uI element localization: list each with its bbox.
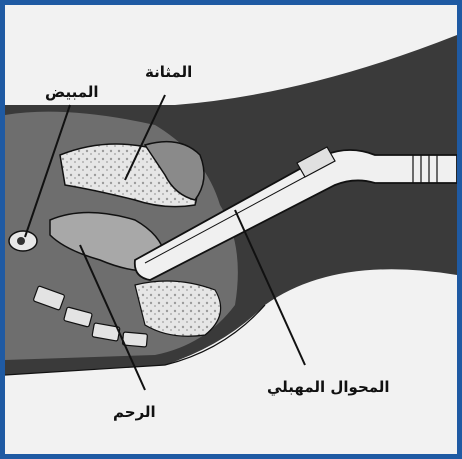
ovary-follicle <box>17 237 25 245</box>
diagram-frame: المثانة المبيض الرحم المحوال المهبلي <box>5 5 457 454</box>
probe-label: المحوال المهبلي <box>267 378 390 396</box>
ovary-label: المبيض <box>45 83 99 101</box>
bladder-label: المثانة <box>145 63 192 81</box>
uterus-label: الرحم <box>113 403 156 421</box>
